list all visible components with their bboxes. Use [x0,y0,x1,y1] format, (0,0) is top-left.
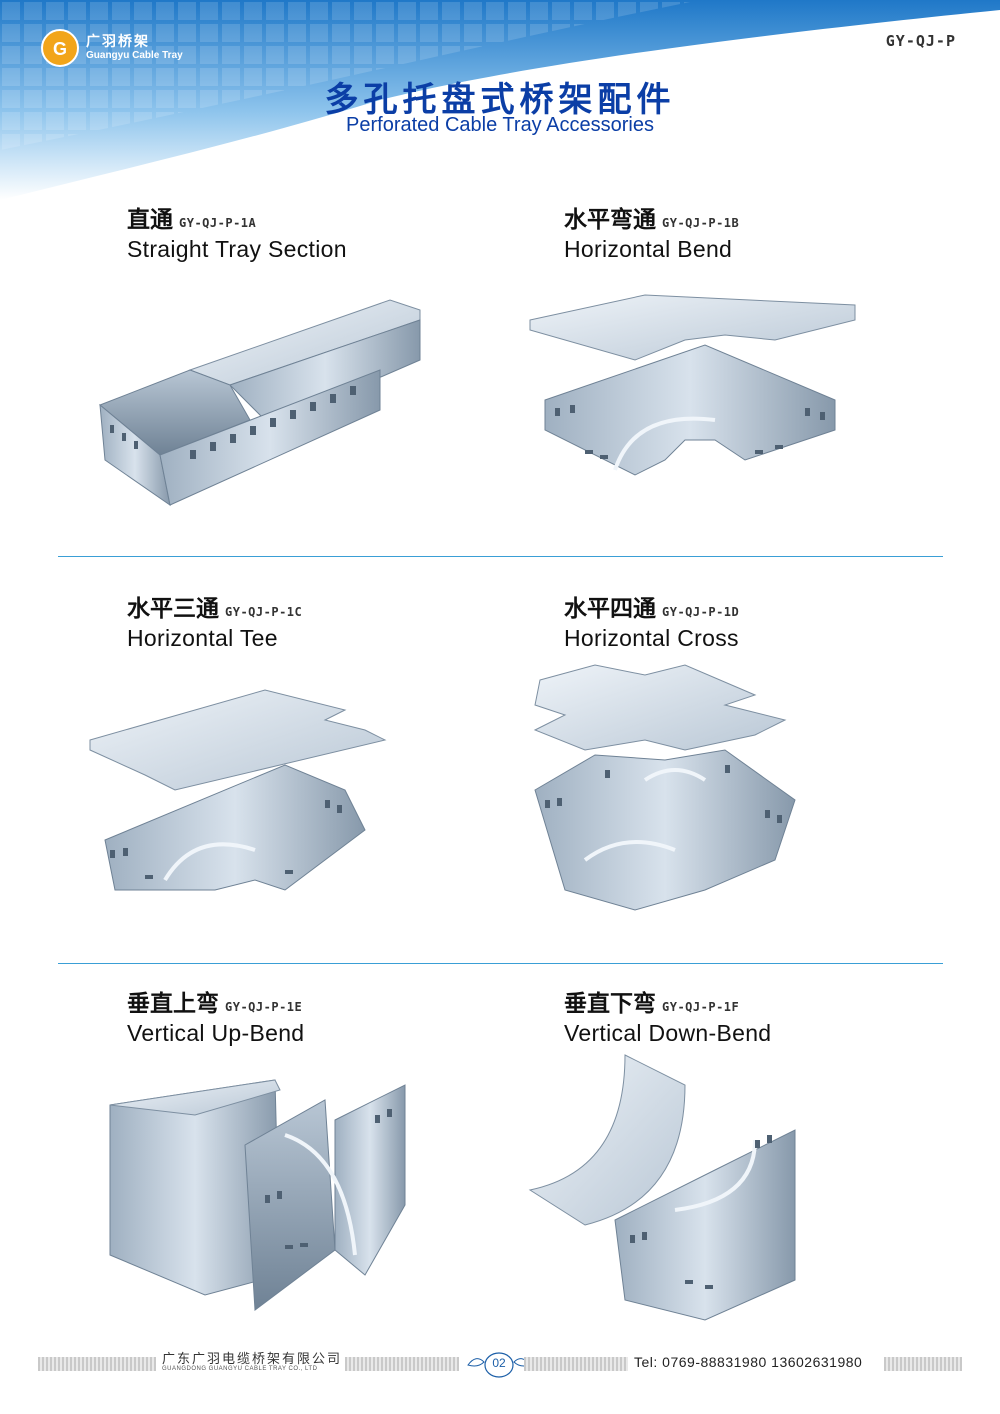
horizontal-bend-illustration [529,294,856,476]
footer-bar-left [38,1357,156,1371]
item-code: GY-QJ-P-1F [662,1000,740,1014]
logo-cn-text: 广羽桥架 [86,33,150,50]
footer-bar-mid-left [345,1357,459,1371]
item-code: GY-QJ-P-1D [662,605,740,619]
footer-bar-mid-right [524,1357,628,1371]
header-background [0,0,1000,200]
item-cn: 水平三通 [127,595,219,621]
item-code: GY-QJ-P-1C [225,605,303,619]
company-cn: 广东广羽电缆桥架有限公司 [162,1351,343,1366]
straight-tray-illustration [99,299,421,507]
svg-text:G: G [53,39,67,59]
vertical-up-bend-illustration [109,1079,406,1311]
horizontal-tee-illustration [89,689,387,891]
company-en: GUANGDONG GUANGYU CABLE TRAY CO., LTD [162,1366,318,1373]
footer: 广东广羽电缆桥架有限公司 GUANGDONG GUANGYU CABLE TRA… [0,1344,1000,1384]
item-vertical-down-bend: 垂直下弯 GY-QJ-P-1F Vertical Down-Bend [564,984,771,1047]
item-horizontal-cross: 水平四通 GY-QJ-P-1D Horizontal Cross [564,589,739,652]
item-code: GY-QJ-P-1A [179,216,257,230]
page-number: 02 [492,1356,506,1370]
item-cn: 垂直下弯 [564,990,656,1016]
item-code: GY-QJ-P-1B [662,216,740,230]
item-cn: 直通 [127,206,173,232]
item-en: Vertical Up-Bend [127,1020,305,1046]
logo-en-text: Guangyu Cable Tray [86,50,183,62]
item-horizontal-tee: 水平三通 GY-QJ-P-1C Horizontal Tee [127,589,302,652]
vertical-down-bend-illustration [528,1054,796,1321]
item-cn: 水平四通 [564,595,656,621]
item-vertical-up-bend: 垂直上弯 GY-QJ-P-1E Vertical Up-Bend [127,984,304,1047]
item-en: Vertical Down-Bend [564,1020,772,1046]
item-straight-tray: 直通 GY-QJ-P-1A Straight Tray Section [127,200,347,263]
footer-company: 广东广羽电缆桥架有限公司 GUANGDONG GUANGYU CABLE TRA… [162,1351,343,1373]
item-en: Straight Tray Section [127,236,347,262]
brand-logo: G 广羽桥架 Guangyu Cable Tray [40,28,183,68]
item-cn: 水平弯通 [564,206,656,232]
item-horizontal-bend: 水平弯通 GY-QJ-P-1B Horizontal Bend [564,200,739,263]
item-en: Horizontal Tee [127,625,278,651]
horizontal-cross-illustration [533,664,796,911]
page-title-cn: 多孔托盘式桥架配件 [324,81,676,119]
section-divider [58,963,943,964]
item-en: Horizontal Bend [564,236,733,262]
page-title-en: Perforated Cable Tray Accessories [346,114,654,136]
catalog-code: GY-QJ-P [885,32,956,50]
section-divider [58,556,943,557]
footer-telephone: Tel: 0769-88831980 13602631980 [634,1354,863,1370]
item-en: Horizontal Cross [564,625,739,651]
footer-bar-right [884,1357,962,1371]
item-code: GY-QJ-P-1E [225,1000,303,1014]
item-cn: 垂直上弯 [127,990,219,1016]
logo-mark-icon: G [41,29,79,67]
